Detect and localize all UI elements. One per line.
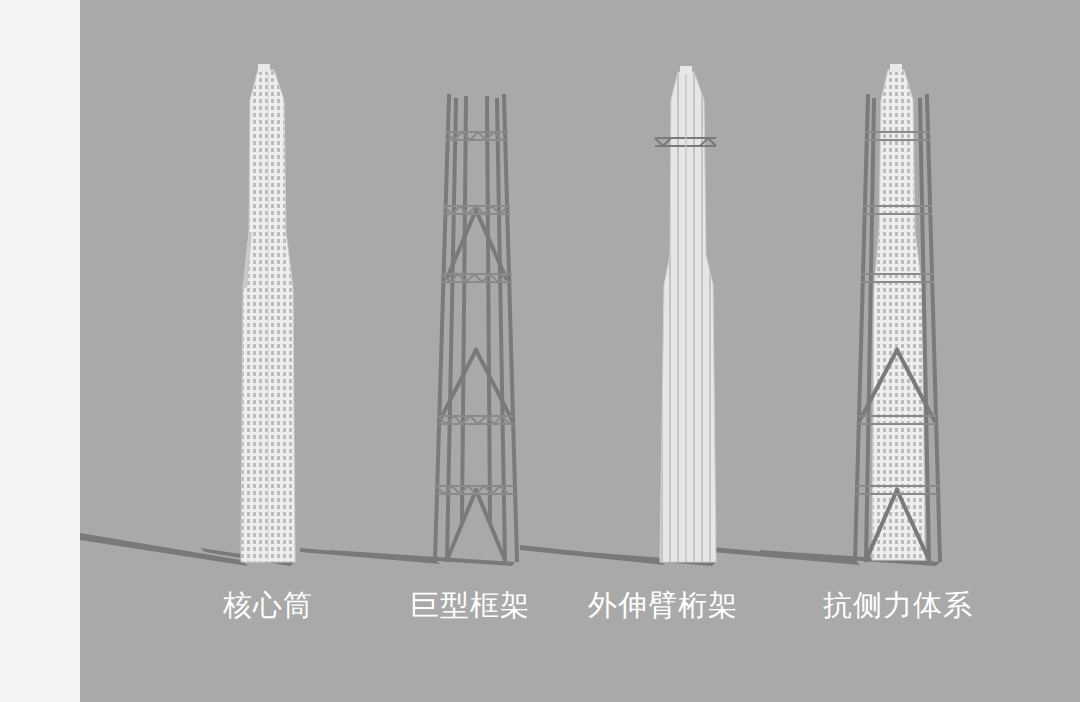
side-strip xyxy=(0,0,80,702)
structure-label: 抗侧力体系 xyxy=(823,586,973,626)
structure-label: 核心筒 xyxy=(223,586,313,626)
structure-label: 巨型框架 xyxy=(410,586,530,626)
structure-label: 外伸臂桁架 xyxy=(588,586,738,626)
